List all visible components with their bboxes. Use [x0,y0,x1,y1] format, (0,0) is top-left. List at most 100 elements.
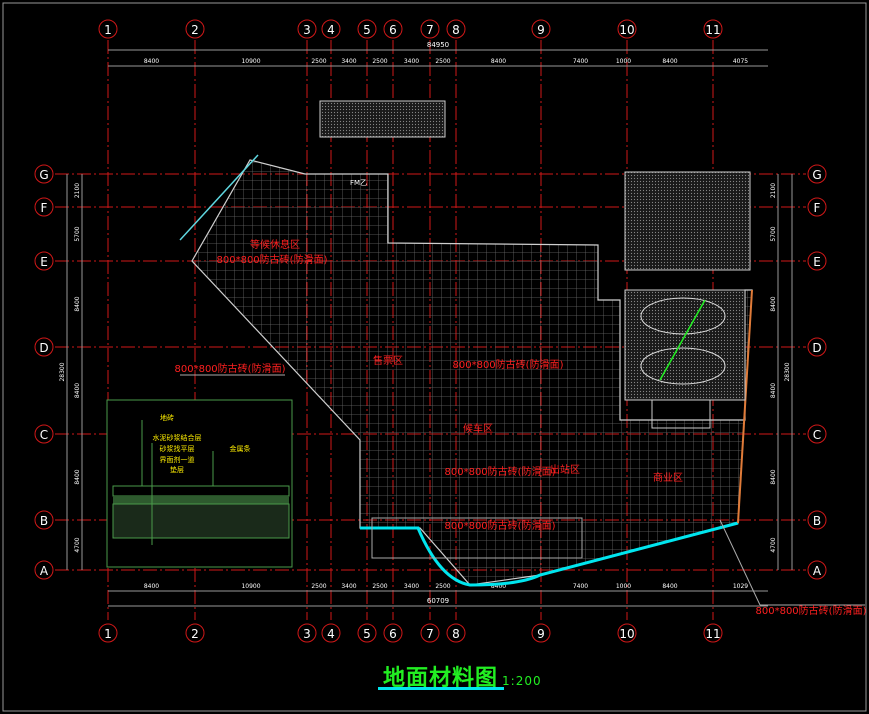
glass-wall [179,154,259,241]
zone-label: 等候休息区 [250,238,300,251]
axis-label-row: G [812,168,821,182]
zone-label: 出站区 [550,463,580,476]
dimension-value: 3400 [404,583,419,590]
axis-label-row: C [813,428,821,442]
dimension-value: 5700 [74,226,81,241]
axis-label-column: 10 [619,23,634,37]
dimension-value: 7400 [573,58,588,65]
dimension-value: 10900 [241,58,260,65]
axis-bubble [446,19,466,39]
dimension-total: 28300 [784,362,791,381]
dimension-value: 8400 [144,58,159,65]
dimension-value: 8400 [491,58,506,65]
dimension-value: 8400 [662,583,677,590]
dimension-value: 4700 [770,537,777,552]
axis-bubble [807,337,827,357]
dimension-value: 8400 [74,296,81,311]
drawing-scale: 1:200 [502,674,542,688]
axis-bubble [807,164,827,184]
axis-label-row: B [813,514,821,528]
axis-label-column: 9 [537,627,545,641]
axis-bubble [383,623,403,643]
axis-label-row: F [814,201,821,215]
escalator-2 [640,347,726,385]
dimension-value: 4075 [733,58,748,65]
axis-bubble [357,19,377,39]
dimension-value: 2500 [311,583,326,590]
axis-bubble [98,623,118,643]
axis-label-column: 7 [426,627,434,641]
axis-label-column: 6 [389,627,397,641]
dimension-value: 1000 [616,583,631,590]
escalator-arrow [659,299,706,381]
zone-label: 商业区 [653,471,683,484]
title-underline [378,687,504,690]
escalator-1 [640,297,726,335]
door-label: FM乙 [350,179,367,187]
axis-label-column: 3 [303,23,311,37]
dimension-value: 8400 [770,469,777,484]
axis-label-column: 8 [452,23,460,37]
axis-label-row: E [813,255,821,269]
axis-label-column: 7 [426,23,434,37]
axis-bubble [420,623,440,643]
axis-bubble [321,623,341,643]
dimension-value: 3400 [341,58,356,65]
axis-label-column: 2 [191,627,199,641]
dimension-value: 8400 [144,583,159,590]
axis-label-column: 11 [705,23,720,37]
layer-label: 水泥砂浆结合层 [153,433,202,442]
dimension-value: 2500 [435,58,450,65]
axis-label-row: G [39,168,48,182]
dimension-value: 8400 [770,296,777,311]
zone-spec: 800*800防古砖(防滑面) [453,358,564,371]
axis-bubble [807,510,827,530]
dimension-value: 4700 [74,537,81,552]
axis-bubble [807,560,827,580]
dimension-value: 3400 [341,583,356,590]
room-box [651,399,711,429]
dimension-value: 8400 [662,58,677,65]
axis-bubble [297,623,317,643]
dimension-value: 2500 [372,58,387,65]
dimension-value: 2500 [311,58,326,65]
layer-label: 垫层 [170,465,184,474]
dimension-value: 5700 [770,226,777,241]
strip-label: 金属条 [230,444,251,453]
leader-line-right [719,519,761,606]
axis-bubble [34,164,54,184]
dimension-value: 7400 [573,583,588,590]
dimension-value: 8400 [74,383,81,398]
dimension-value: 8400 [770,383,777,398]
dimension-value: 2500 [372,583,387,590]
axis-label-column: 1 [104,23,112,37]
layer-label: 地砖 [160,413,174,422]
zone-label: 候车区 [463,422,493,435]
axis-bubble [321,19,341,39]
axis-bubble [807,251,827,271]
dimension-value: 8400 [491,583,506,590]
axis-bubble [34,424,54,444]
axis-bubble [617,19,637,39]
dimension-value: 2100 [74,183,81,198]
axis-bubble [98,19,118,39]
axis-label-column: 1 [104,627,112,641]
zone-spec: 800*800防古砖(防滑面) [445,465,556,478]
layer-label: 砂浆找平层 [160,444,195,453]
stair-block-top [319,100,446,138]
axis-label-row: D [812,341,821,355]
axis-bubble [185,623,205,643]
axis-bubble [617,623,637,643]
axis-label-row: A [813,564,822,578]
axis-bubble [703,623,723,643]
axis-label-column: 10 [619,627,634,641]
dimension-value: 1000 [616,58,631,65]
axis-label-column: 5 [363,627,371,641]
dimension-value: 3400 [404,58,419,65]
axis-label-row: D [39,341,48,355]
dimension-value: 1029 [733,583,748,590]
axis-bubble [34,510,54,530]
axis-label-column: 4 [327,627,335,641]
axis-label-column: 8 [452,627,460,641]
